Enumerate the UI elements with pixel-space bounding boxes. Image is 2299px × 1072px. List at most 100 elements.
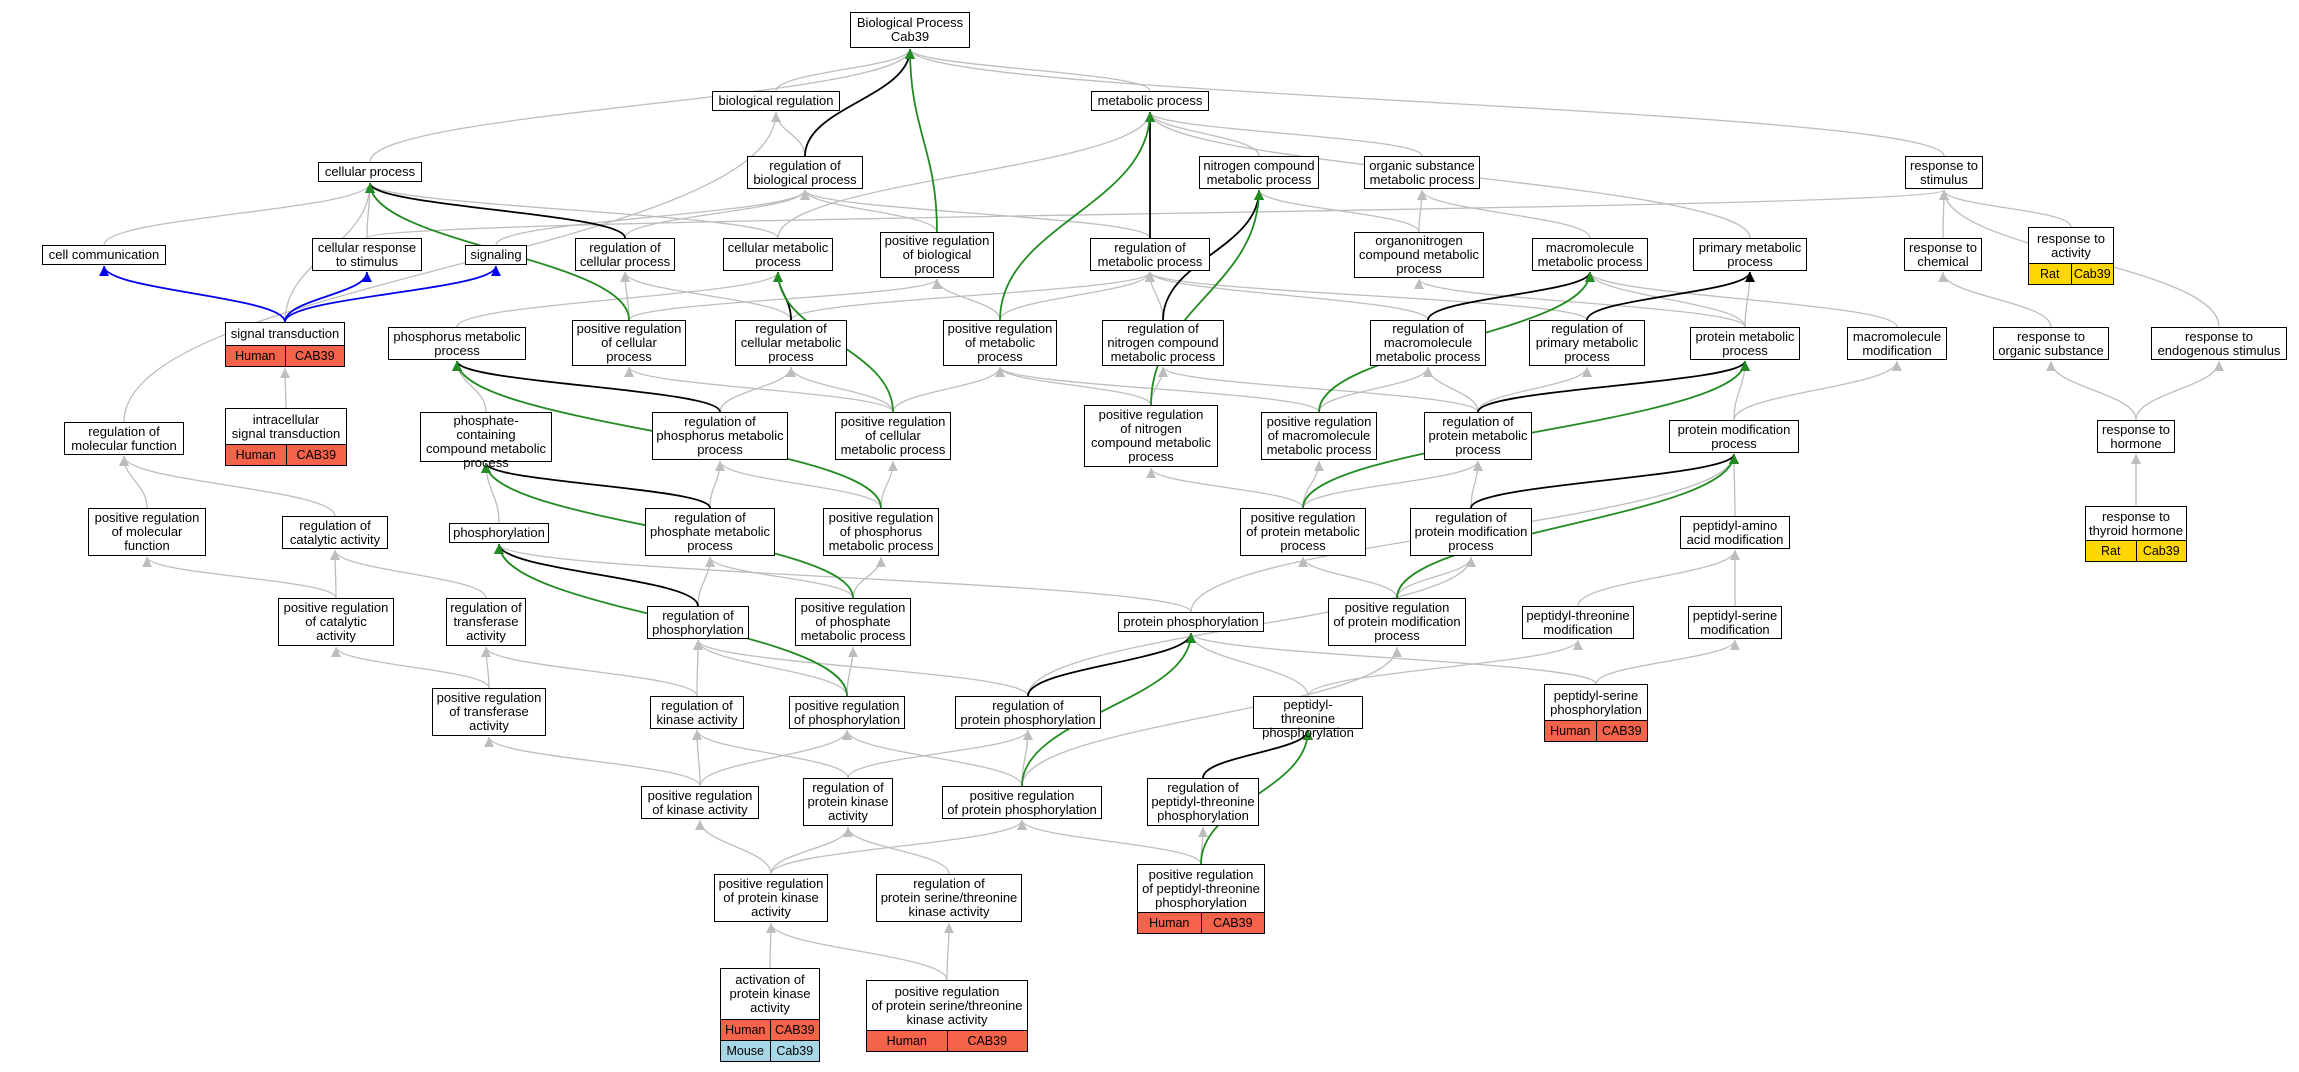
species-badge: Human	[1138, 913, 1201, 933]
node-regulation-of-protein-modification-process[interactable]: regulation of protein modification proce…	[1410, 508, 1532, 556]
node-regulation-of-cellular-process[interactable]: regulation of cellular process	[575, 238, 675, 271]
node-regulation-of-macromolecule-metabolic-process[interactable]: regulation of macromolecule metabolic pr…	[1370, 320, 1486, 366]
gene-badge: CAB39	[1595, 721, 1647, 741]
node-protein-phosphorylation[interactable]: protein phosphorylation	[1118, 612, 1264, 632]
node-positive-regulation-of-protein-metabolic-process[interactable]: positive regulation of protein metabolic…	[1240, 508, 1366, 556]
node-regulation-of-metabolic-process[interactable]: regulation of metabolic process	[1090, 238, 1210, 271]
node-regulation-of-transferase-activity[interactable]: regulation of transferase activity	[446, 598, 526, 646]
node-organonitrogen-compound-metabolic-process[interactable]: organonitrogen compound metabolic proces…	[1354, 232, 1484, 278]
node-nitrogen-compound-metabolic-process[interactable]: nitrogen compound metabolic process	[1199, 156, 1319, 189]
node-cellular-response-to-stimulus[interactable]: cellular response to stimulus	[312, 238, 422, 271]
node-positive-regulation-of-molecular-function[interactable]: positive regulation of molecular functio…	[88, 508, 206, 556]
node-protein-modification-process[interactable]: protein modification process	[1669, 420, 1799, 453]
node-positive-regulation-of-transferase-activity[interactable]: positive regulation of transferase activ…	[432, 688, 546, 736]
node-cellular-metabolic-process[interactable]: cellular metabolic process	[723, 238, 833, 271]
node-phosphate-containing-compound-metabolic-process[interactable]: phosphate-containing compound metabolic …	[420, 412, 552, 470]
node-positive-regulation-of-nitrogen-compound-metabolic-process[interactable]: positive regulation of nitrogen compound…	[1084, 405, 1218, 467]
edge-gray	[999, 271, 1155, 321]
node-bp-root[interactable]: Biological Process Cab39	[850, 12, 970, 48]
node-regulation-of-cellular-metabolic-process[interactable]: regulation of cellular metabolic process	[735, 320, 847, 366]
edge-gray	[800, 189, 938, 233]
node-positive-regulation-of-macromolecule-metabolic-process[interactable]: positive regulation of macromolecule met…	[1261, 412, 1377, 460]
node-primary-metabolic-process[interactable]: primary metabolic process	[1693, 238, 1807, 271]
node-positive-regulation-of-protein-modification-process[interactable]: positive regulation of protein modificat…	[1328, 598, 1466, 646]
node-regulation-of-kinase-activity[interactable]: regulation of kinase activity	[650, 696, 744, 729]
node-macromolecule-modification[interactable]: macromolecule modification	[1847, 327, 1947, 360]
node-response-to-organic-substance[interactable]: response to organic substance	[1993, 327, 2109, 360]
node-positive-regulation-of-protein-phosphorylation[interactable]: positive regulation of protein phosphory…	[942, 786, 1102, 819]
node-positive-regulation-of-protein-kinase-activity[interactable]: positive regulation of protein kinase ac…	[714, 874, 828, 922]
node-response-to-chemical[interactable]: response to chemical	[1904, 238, 1982, 271]
node-biological-regulation[interactable]: biological regulation	[712, 91, 840, 111]
edge-gray	[103, 182, 375, 246]
edge-gray	[905, 48, 1945, 157]
node-positive-regulation-of-protein-serine-threonine-kinase-activity[interactable]: positive regulation of protein serine/th…	[866, 980, 1028, 1052]
node-peptidyl-threonine-phosphorylation[interactable]: peptidyl-threonine phosphorylation	[1253, 696, 1363, 740]
node-macromolecule-metabolic-process[interactable]: macromolecule metabolic process	[1532, 238, 1648, 271]
node-positive-regulation-of-cellular-metabolic-process[interactable]: positive regulation of cellular metaboli…	[835, 412, 951, 460]
edge-black	[452, 360, 721, 413]
node-regulation-of-peptidyl-threonine-phosphorylation[interactable]: regulation of peptidyl-threonine phospho…	[1147, 778, 1259, 826]
species-badge: Human	[867, 1031, 947, 1051]
species-badge: Human	[226, 445, 286, 465]
gene-badge: Cab39	[2070, 264, 2113, 284]
node-regulation-of-molecular-function[interactable]: regulation of molecular function	[64, 422, 184, 455]
node-regulation-of-primary-metabolic-process[interactable]: regulation of primary metabolic process	[1529, 320, 1645, 366]
edge-gray	[1938, 271, 2052, 328]
edge-gray	[770, 819, 1027, 875]
node-response-to-hormone[interactable]: response to hormone	[2097, 420, 2175, 453]
edge-gray	[366, 189, 1949, 239]
node-peptidyl-serine-modification[interactable]: peptidyl-serine modification	[1688, 606, 1782, 639]
node-regulation-of-nitrogen-compound-metabolic-process[interactable]: regulation of nitrogen compound metaboli…	[1102, 320, 1224, 366]
node-protein-metabolic-process[interactable]: protein metabolic process	[1690, 327, 1800, 360]
node-cell-communication[interactable]: cell communication	[42, 245, 166, 265]
node-regulation-of-phosphate-metabolic-process[interactable]: regulation of phosphate metabolic proces…	[645, 508, 775, 556]
node-regulation-of-protein-phosphorylation[interactable]: regulation of protein phosphorylation	[955, 696, 1101, 729]
node-regulation-of-protein-metabolic-process[interactable]: regulation of protein metabolic process	[1424, 412, 1532, 460]
node-organic-substance-metabolic-process[interactable]: organic substance metabolic process	[1364, 156, 1480, 189]
species-badge: Human	[721, 1020, 770, 1040]
node-peptidyl-amino-acid-modification[interactable]: peptidyl-amino acid modification	[1680, 516, 1790, 549]
node-positive-regulation-of-catalytic-activity[interactable]: positive regulation of catalytic activit…	[278, 598, 394, 646]
node-cellular-process[interactable]: cellular process	[318, 162, 422, 182]
node-phosphorylation[interactable]: phosphorylation	[449, 523, 549, 543]
edge-gray	[709, 460, 725, 509]
node-metabolic-process[interactable]: metabolic process	[1091, 91, 1209, 111]
node-positive-regulation-of-kinase-activity[interactable]: positive regulation of kinase activity	[641, 786, 759, 819]
edge-gray	[123, 111, 781, 423]
node-positive-regulation-of-cellular-process[interactable]: positive regulation of cellular process	[572, 320, 686, 366]
node-regulation-of-biological-process[interactable]: regulation of biological process	[747, 156, 863, 189]
edge-gray	[142, 556, 337, 599]
node-positive-regulation-of-peptidyl-threonine-phosphorylation[interactable]: positive regulation of peptidyl-threonin…	[1137, 864, 1265, 934]
node-positive-regulation-of-phosphorus-metabolic-process[interactable]: positive regulation of phosphorus metabo…	[823, 508, 939, 556]
edge-green	[1021, 632, 1196, 787]
edge-gray	[1302, 460, 1483, 509]
edge-gray	[790, 271, 1155, 321]
edge-gray	[1585, 271, 1746, 328]
node-regulation-of-phosphorus-metabolic-process[interactable]: regulation of phosphorus metabolic proce…	[652, 412, 788, 460]
edge-gray	[765, 922, 776, 969]
node-response-to-endogenous-stimulus[interactable]: response to endogenous stimulus	[2151, 327, 2287, 360]
edge-gray	[495, 189, 810, 246]
node-positive-regulation-of-metabolic-process[interactable]: positive regulation of metabolic process	[943, 320, 1057, 366]
node-positive-regulation-of-phosphorylation[interactable]: positive regulation of phosphorylation	[789, 696, 905, 729]
node-signaling[interactable]: signaling	[465, 245, 527, 265]
node-regulation-of-phosphorylation[interactable]: regulation of phosphorylation	[647, 606, 749, 639]
node-phosphorus-metabolic-process[interactable]: phosphorus metabolic process	[388, 327, 526, 360]
node-response-to-stimulus[interactable]: response to stimulus	[1905, 156, 1983, 189]
edge-blue	[284, 265, 501, 323]
node-regulation-of-protein-kinase-activity[interactable]: regulation of protein kinase activity	[803, 778, 893, 826]
node-regulation-of-catalytic-activity[interactable]: regulation of catalytic activity	[282, 516, 388, 549]
node-positive-regulation-of-biological-process[interactable]: positive regulation of biological proces…	[880, 232, 994, 278]
edge-gray	[628, 278, 942, 321]
node-positive-regulation-of-phosphate-metabolic-process[interactable]: positive regulation of phosphate metabol…	[795, 598, 911, 646]
node-regulation-of-protein-serine-threonine-kinase-activity[interactable]: regulation of protein serine/threonine k…	[876, 874, 1022, 922]
edge-gray	[280, 367, 291, 409]
node-peptidyl-threonine-modification[interactable]: peptidyl-threonine modification	[1522, 606, 1634, 639]
